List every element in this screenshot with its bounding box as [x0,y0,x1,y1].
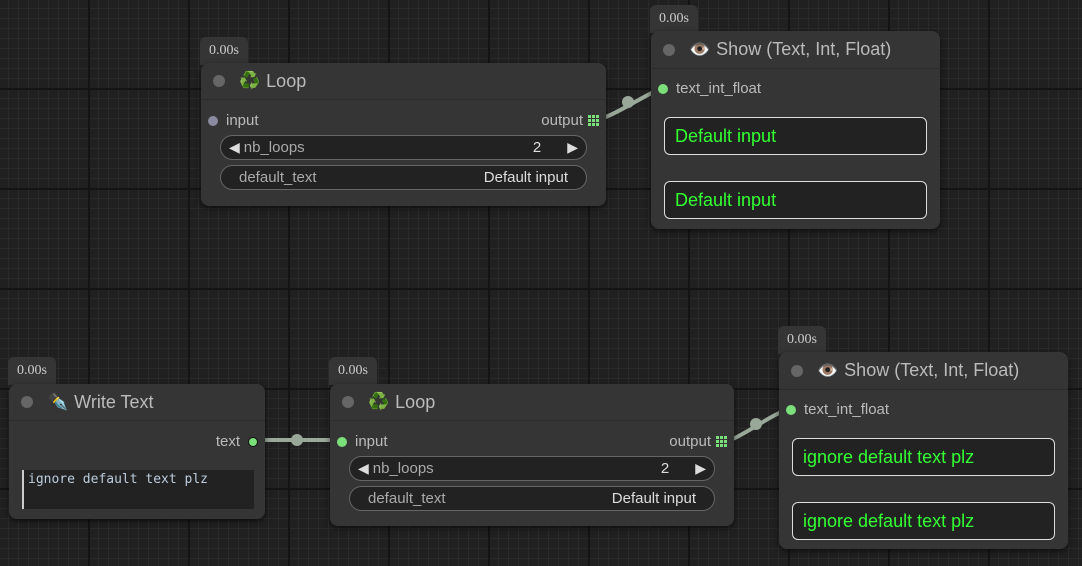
input-dot[interactable] [208,115,218,126]
loop-node-2[interactable]: ♻️ Loop input output ◀nb_loops 2 ▶ default_… [330,384,734,526]
collapse-dot[interactable] [21,396,33,408]
widget-label: default_text [239,169,317,186]
widget-value: 2 [532,139,542,156]
collapse-dot[interactable] [342,396,354,408]
input-dot[interactable] [658,83,668,94]
list-output-icon[interactable] [588,115,599,126]
widget-label: default_text [368,490,446,507]
timer-badge: 0.00s [200,37,248,65]
node-title-bar[interactable]: 👁️Show (Text, Int, Float) [651,31,940,69]
recycle-icon: ♻️ [239,71,261,90]
timer-badge: 0.00s [8,357,56,385]
output-slot[interactable]: output [541,112,599,129]
input-label: input [226,112,259,129]
nb-loops-widget[interactable]: ◀nb_loops 2 ▶ [349,456,715,481]
recycle-icon: ♻️ [368,392,390,411]
input-slot[interactable]: input [337,433,388,450]
output-label: output [541,112,583,129]
output-slot[interactable]: output [669,433,727,450]
timer-badge: 0.00s [650,5,698,33]
node-title-bar[interactable]: ♻️ Loop [201,63,606,100]
decrement-arrow[interactable]: ◀ [358,460,369,476]
show-node-1[interactable]: 👁️Show (Text, Int, Float) text_int_float… [651,31,940,229]
link-midpoint[interactable] [750,418,762,430]
output-text-box[interactable]: Default input [664,117,927,155]
input-label: text_int_float [804,401,890,418]
write-text-node[interactable]: ✒️ Write Text text ignore default text pl… [9,384,265,519]
link-midpoint[interactable] [622,96,634,108]
eye-icon: 👁️ [689,39,711,59]
widget-value: Default input [611,490,696,507]
input-label: text_int_float [676,80,762,97]
node-title-bar[interactable]: 👁️Show (Text, Int, Float) [779,352,1068,390]
widget-label: nb_loops [243,139,305,156]
input-dot[interactable] [786,404,796,415]
collapse-dot[interactable] [791,364,803,377]
collapse-dot[interactable] [663,43,675,56]
node-title: Show (Text, Int, Float) [716,39,892,59]
node-title-bar[interactable]: ✒️ Write Text [9,384,265,421]
output-text-box[interactable]: ignore default text plz [792,438,1055,476]
output-slot[interactable]: text [216,433,258,450]
input-label: input [355,433,388,450]
input-slot[interactable]: text_int_float [786,401,889,418]
input-slot[interactable]: input [208,112,259,129]
input-slot[interactable]: text_int_float [658,80,761,97]
input-dot[interactable] [337,436,347,447]
node-title-bar[interactable]: ♻️ Loop [330,384,734,421]
widget-value: 2 [660,460,670,477]
widget-label: nb_loops [372,460,434,477]
node-title: Write Text [74,391,154,412]
loop-node-1[interactable]: ♻️ Loop input output ◀nb_loops 2 ▶ default_… [201,63,606,206]
timer-badge: 0.00s [778,326,826,354]
output-label: output [669,433,711,450]
increment-arrow[interactable]: ▶ [695,460,706,476]
nb-loops-widget[interactable]: ◀nb_loops 2 ▶ [220,135,587,160]
link-midpoint[interactable] [291,434,303,446]
default-text-widget[interactable]: default_text Default input [349,486,715,511]
node-title: Loop [395,391,436,412]
node-title: Loop [266,70,307,91]
list-output-icon[interactable] [716,436,727,447]
show-node-2[interactable]: 👁️Show (Text, Int, Float) text_int_float… [779,352,1068,549]
default-text-widget[interactable]: default_text Default input [220,165,587,190]
output-text-box[interactable]: Default input [664,181,927,219]
eye-icon: 👁️ [817,360,839,380]
increment-arrow[interactable]: ▶ [567,139,578,155]
timer-badge: 0.00s [329,357,377,385]
output-text-box[interactable]: ignore default text plz [792,502,1055,540]
widget-value: Default input [483,169,568,186]
collapse-dot[interactable] [213,75,225,87]
pen-icon: ✒️ [47,392,69,411]
node-title: Show (Text, Int, Float) [844,360,1020,380]
output-dot[interactable] [248,436,258,447]
text-input[interactable]: ignore default text plz [22,470,254,509]
output-label: text [215,433,240,450]
decrement-arrow[interactable]: ◀ [229,139,240,155]
